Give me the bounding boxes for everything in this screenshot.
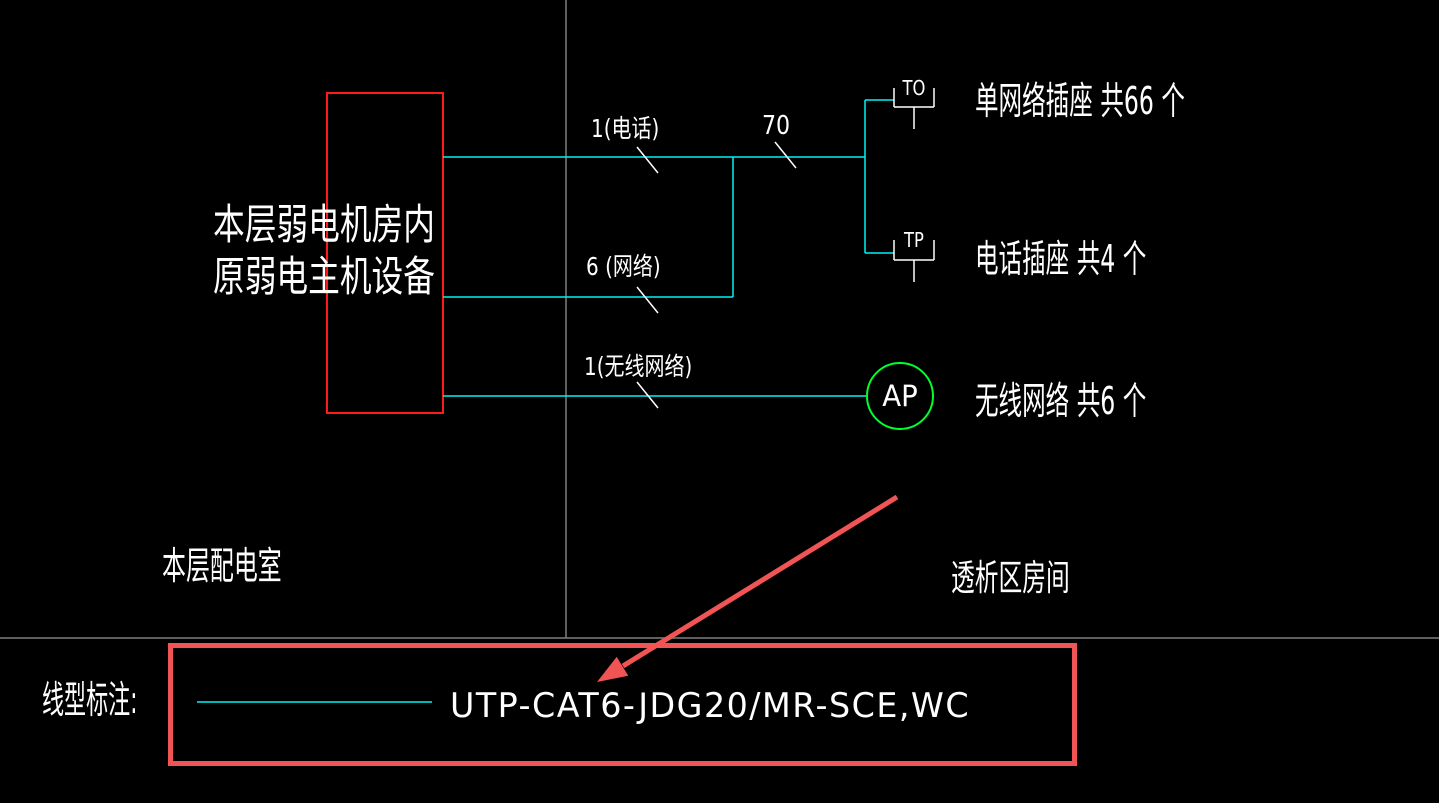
- source-device-label: 本层弱电机房内 原弱电主机设备: [213, 199, 435, 303]
- cable-spec-text: UTP-CAT6-JDG20/MR-SCE,WC: [450, 686, 971, 726]
- tp-outlet-symbol: [893, 240, 935, 282]
- wireless-outlet-description: 无线网络 共6 个: [975, 379, 1147, 423]
- source-device-label-line2: 原弱电主机设备: [213, 252, 435, 301]
- network-feed-count-label: 6 (网络): [586, 252, 661, 281]
- ap-symbol-text: AP: [882, 379, 918, 413]
- annotation-arrow-head-icon: [597, 656, 629, 682]
- to-symbol-text: TO: [902, 76, 926, 100]
- source-device-label-line1: 本层弱电机房内: [213, 200, 435, 249]
- telephone-feed-count-label: 1(电话): [591, 114, 660, 143]
- legend-title-label: 线型标注:: [42, 678, 138, 722]
- room-label-distribution: 本层配电室: [162, 544, 282, 588]
- telephone-count-tick: [636, 146, 659, 174]
- wireless-feed-count-label: 1(无线网络): [584, 352, 693, 381]
- to-outlet-symbol: [893, 88, 935, 129]
- ap-circle-symbol: [866, 362, 934, 430]
- network-count-tick: [636, 286, 659, 314]
- legend-highlight-box: [168, 643, 1077, 766]
- wireless-count-tick: [636, 381, 659, 409]
- telephone-outlet-description: 电话插座 共4 个: [975, 237, 1147, 281]
- tp-symbol-text: TP: [904, 228, 924, 252]
- annotation-arrow-shaft: [621, 494, 899, 669]
- network-outlet-description: 单网络插座 共66 个: [975, 79, 1185, 123]
- source-device-box: [326, 92, 444, 414]
- room-label-dialysis: 透析区房间: [951, 558, 1070, 599]
- trunk-count-tick: [774, 141, 797, 169]
- trunk-count-label: 70: [762, 111, 791, 141]
